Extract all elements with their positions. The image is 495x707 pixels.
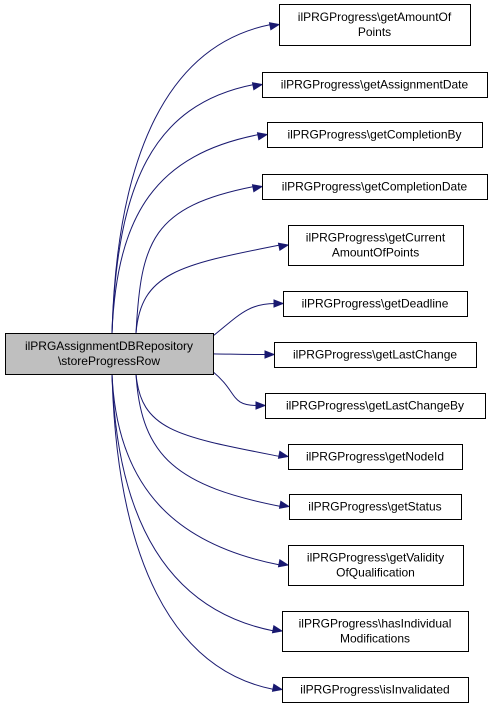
target-node-box bbox=[282, 611, 469, 652]
source-node-label-line: ilPRGAssignmentDBRepository bbox=[25, 339, 193, 353]
graph-nodes: ilPRGAssignmentDBRepository\storeProgres… bbox=[5, 4, 488, 703]
target-node-box bbox=[288, 444, 463, 470]
arrowhead-icon bbox=[277, 450, 290, 459]
arrowhead-icon bbox=[256, 132, 269, 141]
target-node-box bbox=[283, 291, 468, 317]
target-node-label-line: ilPRGProgress\getDeadline bbox=[302, 297, 449, 311]
target-node-label-line: ilPRGProgress\hasIndividual bbox=[299, 617, 452, 631]
target-node[interactable]: ilPRGProgress\getStatus bbox=[289, 494, 462, 520]
target-node[interactable]: ilPRGProgress\getNodeId bbox=[288, 444, 463, 470]
call-edge bbox=[111, 373, 275, 632]
target-node-box bbox=[289, 494, 462, 520]
target-node[interactable]: ilPRGProgress\getDeadline bbox=[283, 291, 468, 317]
arrowhead-icon bbox=[277, 559, 290, 568]
target-node-label-line: ilPRGProgress\getAssignmentDate bbox=[281, 78, 469, 92]
target-node-label-line: ilPRGProgress\getValidity bbox=[307, 551, 444, 565]
source-node-box bbox=[5, 333, 214, 375]
target-node-label-line: ilPRGProgress\getCurrent bbox=[306, 231, 446, 245]
target-node[interactable]: ilPRGProgress\getAssignmentDate bbox=[262, 72, 488, 98]
call-edges bbox=[111, 22, 291, 692]
target-node-box bbox=[288, 225, 464, 266]
call-edge bbox=[111, 373, 281, 566]
arrowhead-icon bbox=[273, 299, 285, 308]
target-node[interactable]: ilPRGProgress\getLastChangeBy bbox=[265, 393, 486, 419]
target-node-label-line: Points bbox=[358, 25, 391, 39]
target-node-box bbox=[267, 122, 483, 148]
call-edge bbox=[135, 373, 281, 457]
call-edge bbox=[212, 371, 258, 406]
call-edge bbox=[111, 84, 255, 334]
target-node-box bbox=[282, 677, 469, 703]
source-node-label-line: \storeProgressRow bbox=[58, 354, 160, 368]
target-node-box bbox=[262, 72, 488, 98]
target-node-box bbox=[274, 342, 477, 368]
call-edge bbox=[212, 353, 267, 355]
arrowhead-icon bbox=[268, 22, 281, 31]
arrowhead-icon bbox=[277, 242, 290, 251]
arrowhead-icon bbox=[255, 401, 267, 410]
target-node-label-line: ilPRGProgress\getStatus bbox=[308, 500, 441, 514]
call-edge bbox=[111, 134, 260, 334]
target-node-label-line: OfQualification bbox=[336, 566, 415, 580]
target-node[interactable]: ilPRGProgress\getLastChange bbox=[274, 342, 477, 368]
call-edge bbox=[135, 244, 281, 334]
target-node-label-line: ilPRGProgress\getLastChange bbox=[293, 348, 457, 362]
target-node-box bbox=[262, 174, 488, 200]
target-node-label-line: ilPRGProgress\getNodeId bbox=[306, 450, 444, 464]
target-node-label-line: ilPRGProgress\getAmountOf bbox=[298, 10, 452, 24]
target-node[interactable]: ilPRGProgress\getCompletionBy bbox=[267, 122, 483, 148]
target-node-label-line: ilPRGProgress\getCompletionDate bbox=[282, 180, 468, 194]
target-node-label-line: Modifications bbox=[340, 632, 410, 646]
call-edge bbox=[135, 373, 282, 507]
target-node-label-line: ilPRGProgress\getLastChangeBy bbox=[286, 399, 464, 413]
call-edge bbox=[212, 303, 276, 337]
arrowhead-icon bbox=[251, 184, 264, 193]
arrowhead-icon bbox=[278, 500, 291, 509]
source-node[interactable]: ilPRGAssignmentDBRepository\storeProgres… bbox=[5, 333, 214, 375]
target-node-label-line: AmountOfPoints bbox=[332, 246, 419, 260]
target-node-box bbox=[279, 4, 471, 46]
target-node-box bbox=[265, 393, 486, 419]
call-edge bbox=[135, 186, 255, 334]
arrowhead-icon bbox=[251, 82, 264, 91]
target-node[interactable]: ilPRGProgress\isInvalidated bbox=[282, 677, 469, 703]
call-edge bbox=[111, 373, 275, 690]
target-node[interactable]: ilPRGProgress\getCompletionDate bbox=[262, 174, 488, 200]
arrowhead-icon bbox=[271, 683, 284, 692]
arrowhead-icon bbox=[271, 625, 284, 634]
target-node-label-line: ilPRGProgress\getCompletionBy bbox=[287, 128, 461, 142]
target-node-box bbox=[288, 545, 464, 586]
arrowhead-icon bbox=[264, 350, 276, 359]
call-edge bbox=[111, 24, 272, 334]
target-node-label-line: ilPRGProgress\isInvalidated bbox=[300, 683, 449, 697]
